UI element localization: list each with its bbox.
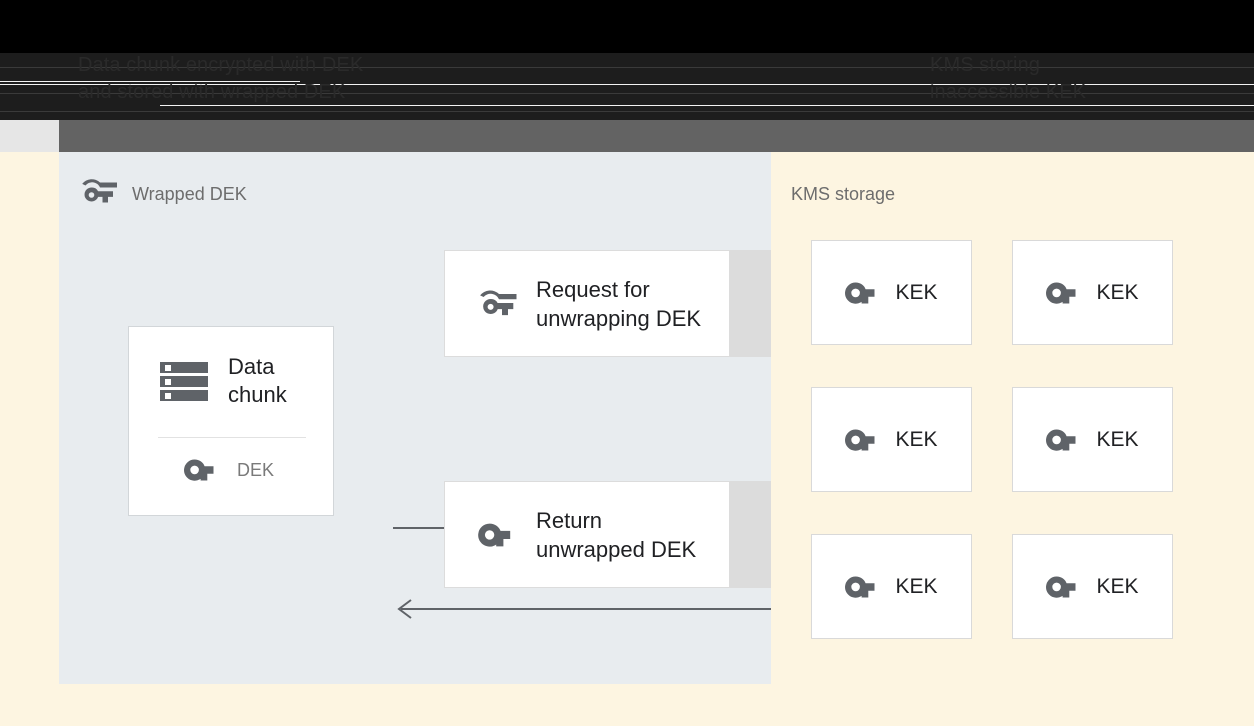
request-card-strip	[730, 250, 771, 357]
kek-card-label: KEK	[895, 280, 938, 304]
kek-card[interactable]: KEK	[1012, 534, 1173, 639]
kek-card-label: KEK	[1096, 574, 1139, 598]
header-gray-band-left-cap	[0, 120, 59, 152]
kek-card-label: KEK	[1096, 427, 1139, 451]
kek-card-label: KEK	[895, 427, 938, 451]
kek-card[interactable]: KEK	[1012, 240, 1173, 345]
key-icon	[845, 428, 881, 451]
kek-grid: KEK KEK KEK KEK	[811, 240, 1173, 639]
wrapped-dek-panel-title: Wrapped DEK	[132, 184, 247, 204]
kek-card[interactable]: KEK	[811, 240, 972, 345]
return-unwrapped-card[interactable]: Return unwrapped DEK	[444, 481, 730, 588]
kek-card[interactable]: KEK	[811, 534, 972, 639]
header-gray-band	[0, 120, 1254, 152]
key-icon	[1046, 428, 1082, 451]
kek-card[interactable]: KEK	[1012, 387, 1173, 492]
data-chunk-card[interactable]: Data chunk DEK	[128, 326, 334, 516]
key-icon	[1046, 575, 1082, 598]
key-icon	[184, 459, 220, 481]
key-icon	[845, 281, 881, 304]
data-chunk-card-header: Data chunk	[129, 327, 333, 409]
kms-storage-panel: KMS storage KEK KEK KE	[771, 152, 1254, 684]
header-dark-band	[0, 53, 1254, 120]
key-icon	[478, 523, 518, 547]
kms-storage-panel-title: KMS storage	[791, 184, 896, 204]
return-card-strip	[730, 481, 771, 588]
kek-card-label: KEK	[895, 574, 938, 598]
header-caption-right: KMS storing inaccessible KEK	[930, 54, 1087, 103]
request-unwrapping-card[interactable]: Request for unwrapping DEK	[444, 250, 730, 357]
kek-card-label: KEK	[1096, 280, 1139, 304]
data-chunk-dek-row: DEK	[184, 459, 274, 481]
kek-card[interactable]: KEK	[811, 387, 972, 492]
request-unwrapping-card-label: Request for unwrapping DEK	[536, 276, 702, 331]
key-icon	[1046, 281, 1082, 304]
header-caption-left: Data chunk encrypted with DEK and stored…	[78, 54, 364, 103]
data-chunk-card-title: Data chunk	[228, 354, 287, 407]
return-unwrapped-card-label: Return unwrapped DEK	[536, 507, 697, 562]
return-arrow	[397, 599, 825, 619]
data-chunk-dek-label: DEK	[237, 459, 275, 480]
wrapped-key-icon	[478, 289, 518, 319]
storage-icon	[156, 353, 212, 409]
key-icon	[845, 575, 881, 598]
wrapped-key-icon	[79, 178, 119, 206]
header-black-bar	[0, 0, 1254, 53]
data-chunk-card-divider	[158, 437, 306, 438]
